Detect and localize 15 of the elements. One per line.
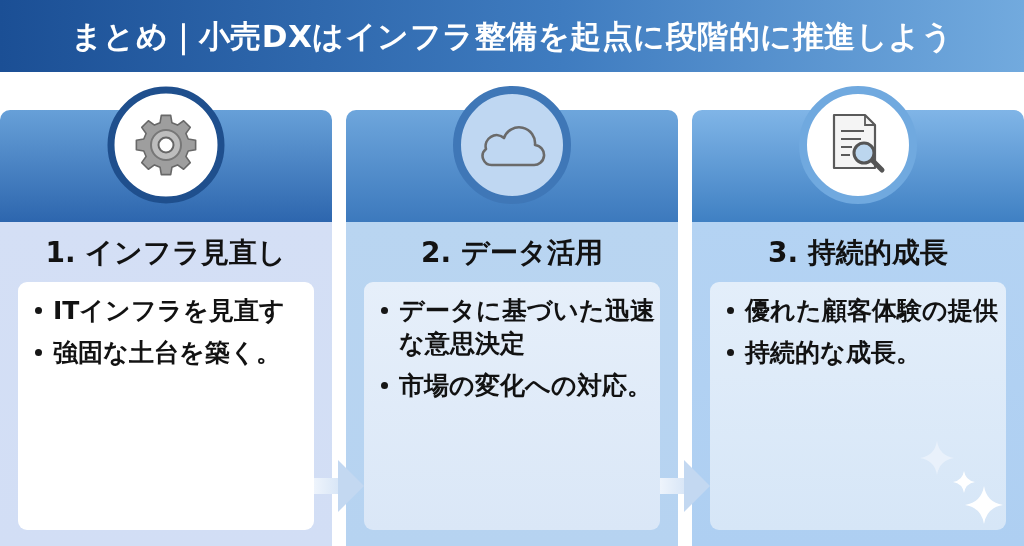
list-item-text: 優れた顧客体験の提供 xyxy=(745,295,998,327)
card-heading: 2. データ活用 xyxy=(421,235,603,271)
bullet-panel xyxy=(18,282,314,530)
list-item-text: 市場の変化への対応。 xyxy=(399,370,652,402)
arrow xyxy=(314,460,364,512)
list-item-text: データに基づいた迅速な意思決定 xyxy=(399,295,656,360)
card-heading: 1. インフラ見直し xyxy=(45,235,287,271)
arrow xyxy=(660,460,710,512)
bullet-panel xyxy=(710,282,1006,530)
list-item-text: ITインフラを見直す xyxy=(53,295,286,327)
list-item-text: 強固な土台を築く。 xyxy=(53,337,281,369)
card-heading: 3. 持続的成長 xyxy=(768,235,948,271)
title-text: まとめ｜小売DXはインフラ整備を起点に段階的に推進しよう xyxy=(70,17,954,56)
bullet-panel xyxy=(364,282,660,530)
list-item-text: 持続的な成長。 xyxy=(745,337,921,369)
